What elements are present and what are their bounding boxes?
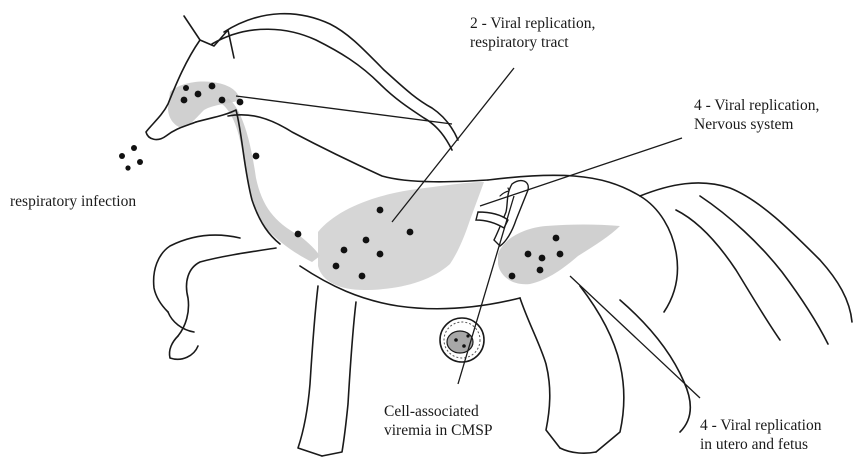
label-respiratory-tract: 2 - Viral replication, respiratory tract [470,14,595,52]
label-line: 2 - Viral replication, [470,14,595,33]
label-respiratory-infection: respiratory infection [10,192,136,211]
label-line: 4 - Viral replication, [694,96,819,115]
label-line: Cell-associated [384,402,493,421]
label-text: respiratory infection [10,192,136,211]
leader-lines [236,68,700,398]
label-line: in utero and fetus [700,435,821,454]
label-nervous-system: 4 - Viral replication, Nervous system [694,96,819,134]
label-utero-fetus: 4 - Viral replication in utero and fetus [700,416,821,454]
lung-region [318,182,484,290]
respiratory-droplets [119,145,143,171]
label-line: respiratory tract [470,33,595,52]
label-viremia: Cell-associated viremia in CMSP [384,402,493,440]
label-line: Nervous system [694,115,819,134]
label-line: 4 - Viral replication [700,416,821,435]
label-line: viremia in CMSP [384,421,493,440]
infection-regions [168,81,620,290]
infected-cell-icon [440,318,484,362]
